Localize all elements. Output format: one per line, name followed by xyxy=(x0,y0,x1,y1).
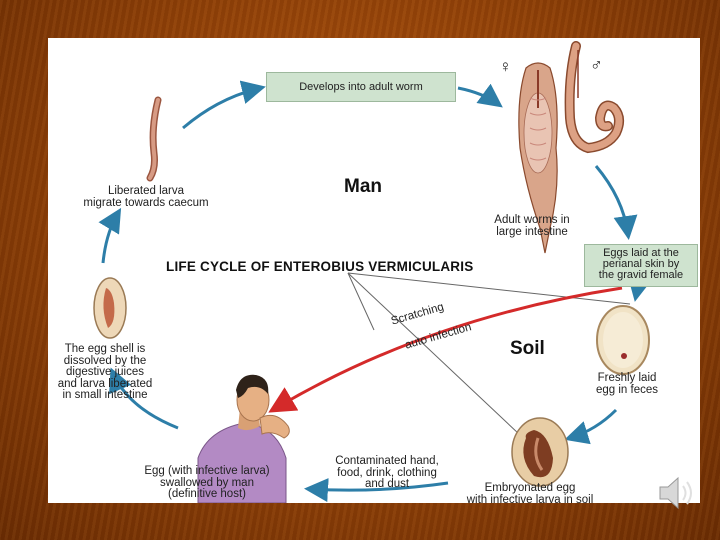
egg-swallowed-line-2: swallowed by man xyxy=(160,476,254,489)
adult-worms-line-2: large intestine xyxy=(496,225,568,238)
arrow-to-develops-box xyxy=(182,80,266,130)
host-label-man: Man xyxy=(344,176,382,197)
egg-with-larva-left xyxy=(93,277,127,339)
embryonated-line-2: with infective larva in soil xyxy=(466,493,594,506)
diagram-canvas xyxy=(93,41,652,503)
soil-label: Soil xyxy=(510,338,545,359)
male-symbol: ♂ xyxy=(590,55,603,74)
freshly-laid-egg xyxy=(596,305,650,375)
embryonated-line-1: Embryonated egg xyxy=(484,482,576,494)
egg-shell-line-3: digestive juices xyxy=(66,366,144,378)
egg-shell-line-1: The egg shell is xyxy=(64,343,146,355)
freshly-laid-label: Freshly laid egg in feces xyxy=(584,372,670,396)
eggs-laid-line-2: perianal skin by xyxy=(602,258,680,270)
adult-worm-box: Develops into adult worm xyxy=(266,72,456,102)
egg-swallowed-label: Egg (with infective larva) swallowed by … xyxy=(134,465,280,501)
arrow-to-egg-shell xyxy=(109,367,179,430)
adult-male-worm xyxy=(564,41,624,154)
freshly-laid-line-1: Freshly laid xyxy=(597,372,657,384)
female-symbol: ♀ xyxy=(499,57,512,76)
egg-swallowed-line-1: Egg (with infective larva) xyxy=(144,465,270,477)
connector-title-to-embryonated xyxy=(347,272,537,451)
autoinfection-arrow xyxy=(268,286,623,413)
eggs-laid-line-1: Eggs laid at the xyxy=(603,247,679,259)
man-illustration xyxy=(197,374,290,503)
adult-worms-label: Adult worms in large intestine xyxy=(482,214,582,238)
eggs-laid-box: Eggs laid at the perianal skin by the gr… xyxy=(584,244,698,287)
embryonated-label: Embryonated egg with infective larva in … xyxy=(446,482,614,506)
arrow-adult-to-eggs-laid xyxy=(594,165,638,240)
egg-shell-line-2: dissolved by the xyxy=(63,354,147,367)
freshly-laid-line-2: egg in feces xyxy=(595,383,658,396)
arrow-to-adult-worm xyxy=(457,83,503,108)
speaker-icon[interactable] xyxy=(652,470,698,516)
liberated-larva-label: Liberated larva migrate towards caecum xyxy=(76,185,216,209)
egg-shell-line-4: and larva liberated xyxy=(57,377,153,390)
connector-eggs-to-title xyxy=(347,272,631,305)
eggs-laid-line-3: the gravid female xyxy=(598,269,684,281)
liberated-larva-line-1: Liberated larva xyxy=(107,185,185,197)
embryonated-egg xyxy=(511,417,569,487)
egg-swallowed-line-3: (definitive host) xyxy=(168,488,246,500)
contaminated-line-2: food, drink, clothing xyxy=(337,466,437,479)
egg-shell-label: The egg shell is dissolved by the digest… xyxy=(48,343,162,402)
life-cycle-figure: Develops into adult worm Eggs laid at th… xyxy=(48,38,700,506)
adult-worm-box-text: Develops into adult worm xyxy=(299,81,423,93)
arrow-to-embryonated xyxy=(564,408,618,445)
adult-worms-line-1: Adult worms in xyxy=(494,214,570,226)
liberated-larva-line-2: migrate towards caecum xyxy=(83,196,209,209)
egg-shell-line-5: in small intestine xyxy=(62,389,148,401)
adult-female-worm xyxy=(518,62,558,254)
contaminated-label: Contaminated hand, food, drink, clothing… xyxy=(322,455,452,491)
contaminated-line-3: and dust xyxy=(364,478,410,490)
connector-title-to-scratching xyxy=(347,272,375,331)
contaminated-line-1: Contaminated hand, xyxy=(335,455,439,467)
arrow-to-liberated-larva xyxy=(98,207,122,264)
arrow-to-man xyxy=(304,478,449,503)
diagram-title: LIFE CYCLE OF ENTEROBIUS VERMICULARIS xyxy=(166,259,474,274)
